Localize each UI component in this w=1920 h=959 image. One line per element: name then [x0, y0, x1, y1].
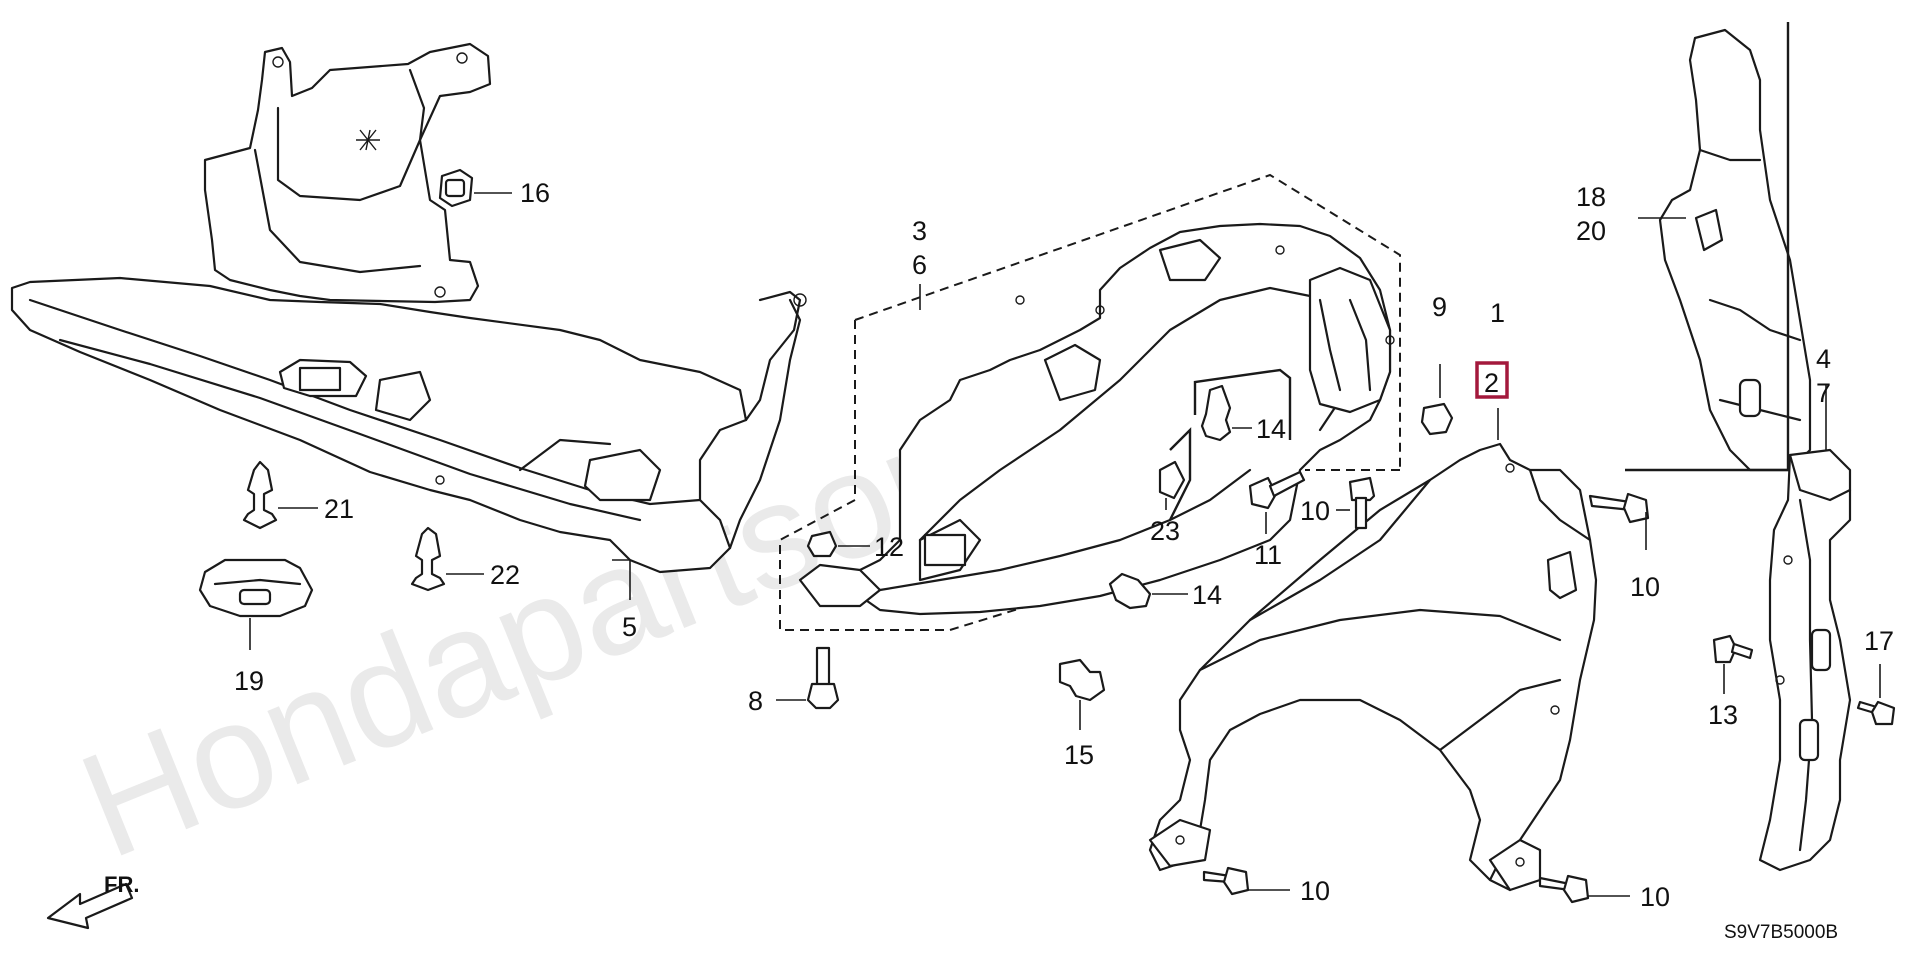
- callout-1[interactable]: 1: [1490, 298, 1505, 328]
- callout-9[interactable]: 9: [1432, 292, 1447, 322]
- fastener-21[interactable]: [242, 460, 278, 530]
- fastener-23[interactable]: [1158, 460, 1186, 500]
- fastener-10-right[interactable]: [1588, 492, 1650, 524]
- callout-3[interactable]: 3: [912, 216, 927, 246]
- callout-10-right[interactable]: 10: [1630, 572, 1660, 602]
- front-under-cover-part[interactable]: [10, 42, 807, 574]
- fastener-15[interactable]: [1058, 658, 1106, 702]
- callout-8[interactable]: 8: [748, 686, 763, 716]
- callout-10-bottom-right[interactable]: 10: [1640, 882, 1670, 912]
- fender-side-bracket-part[interactable]: [1758, 448, 1852, 872]
- callout-2[interactable]: 2: [1484, 368, 1499, 398]
- fastener-10-bottom-left[interactable]: [1202, 866, 1250, 896]
- callout-19[interactable]: 19: [234, 666, 264, 696]
- callout-10-bottom-left[interactable]: 10: [1300, 876, 1330, 906]
- callout-6[interactable]: 6: [912, 250, 927, 280]
- inner-fender-group: [779, 173, 1401, 631]
- fastener-17[interactable]: [1856, 700, 1896, 726]
- callout-15[interactable]: 15: [1064, 740, 1094, 770]
- callout-5[interactable]: 5: [622, 612, 637, 642]
- callout-13[interactable]: 13: [1708, 700, 1738, 730]
- callout-labels: 16 21 22 19 5 3 6 12 8 14 23 14 15 9 1 1…: [234, 178, 1894, 912]
- fastener-11[interactable]: [1248, 470, 1306, 510]
- callout-17[interactable]: 17: [1864, 626, 1894, 656]
- fastener-16[interactable]: [438, 168, 474, 208]
- callout-12[interactable]: 12: [874, 532, 904, 562]
- callout-7[interactable]: 7: [1816, 378, 1831, 408]
- direction-label: FR.: [104, 872, 139, 897]
- callout-4[interactable]: 4: [1816, 344, 1831, 374]
- callout-16[interactable]: 16: [520, 178, 550, 208]
- front-direction-arrow: FR.: [46, 872, 139, 930]
- fender-bracket-part[interactable]: [1658, 28, 1812, 472]
- inner-fender-part[interactable]: [798, 222, 1395, 616]
- callout-21[interactable]: 21: [324, 494, 354, 524]
- fastener-10-center[interactable]: [1348, 476, 1376, 530]
- fastener-14-upper[interactable]: [1200, 384, 1232, 442]
- callout-11[interactable]: 11: [1254, 540, 1282, 570]
- callout-2-highlight-box[interactable]: [1475, 361, 1509, 399]
- fender-part[interactable]: [1148, 442, 1598, 892]
- callout-22[interactable]: 22: [490, 560, 520, 590]
- fastener-22[interactable]: [410, 526, 446, 592]
- cover-part-19[interactable]: [198, 558, 314, 618]
- callout-10-center[interactable]: 10: [1300, 496, 1330, 526]
- callout-20[interactable]: 20: [1576, 216, 1606, 246]
- fastener-9[interactable]: [1420, 402, 1454, 436]
- callout-18[interactable]: 18: [1576, 182, 1606, 212]
- callout-23[interactable]: 23: [1150, 516, 1180, 546]
- leader-lines: [249, 192, 1881, 897]
- callout-14-lower[interactable]: 14: [1192, 580, 1222, 610]
- diagram-code: S9V7B5000B: [1724, 922, 1838, 943]
- callout-14-upper[interactable]: 14: [1256, 414, 1286, 444]
- fastener-10-bottom-right[interactable]: [1538, 874, 1590, 904]
- fastener-8[interactable]: [806, 646, 840, 710]
- fastener-12[interactable]: [806, 530, 838, 558]
- fastener-13[interactable]: [1712, 634, 1754, 664]
- fastener-14-lower[interactable]: [1108, 572, 1152, 610]
